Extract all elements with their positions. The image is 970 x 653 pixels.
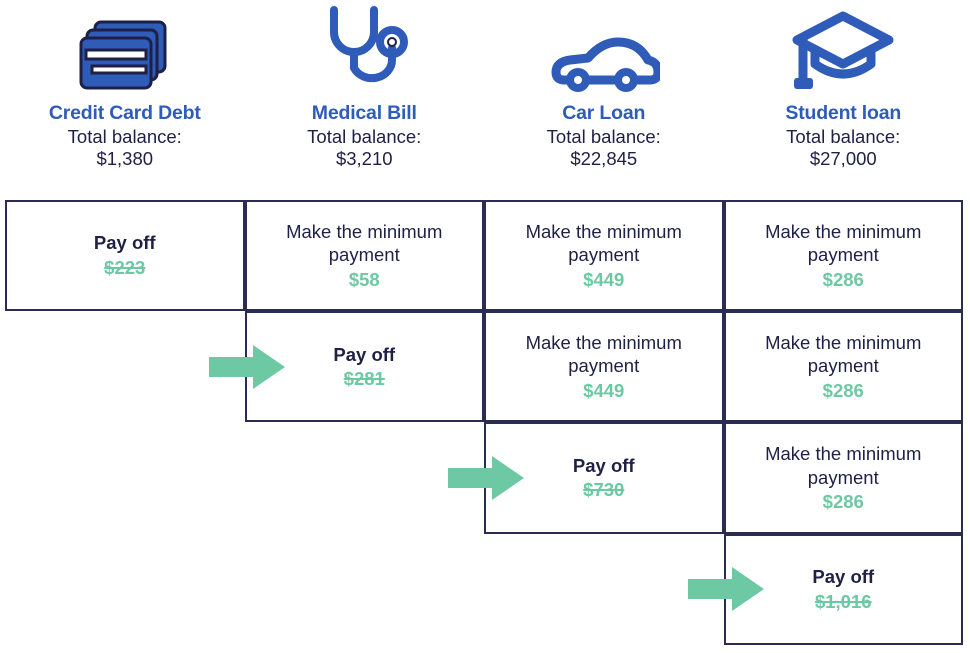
debt-title: Medical Bill — [311, 102, 417, 124]
cell-amount-value: $730 — [583, 479, 625, 501]
cell-amount-value: $449 — [583, 268, 625, 290]
cell-amount-value: $58 — [348, 268, 380, 290]
stethoscope-icon — [245, 0, 485, 100]
plan-cell-car-loan-step-2: Make the minimum payment $449 — [484, 311, 724, 423]
cell-action-label: Make the minimum payment — [765, 331, 922, 377]
debt-column-credit-card: Credit Card Debt Total balance: $1,380 — [5, 0, 245, 196]
car-icon — [484, 0, 724, 100]
debt-balance-label: Total balance: — [67, 126, 182, 147]
graduation-cap-icon — [724, 0, 964, 100]
plan-cell-student-loan-step-1: Make the minimum payment$286 — [723, 200, 963, 312]
cell-action-label: Make the minimum payment — [286, 220, 443, 266]
cell-amount-value: $223 — [104, 257, 146, 279]
debt-title: Credit Card Debt — [48, 102, 201, 124]
plan-cell-student-loan-step-4: Pay off$1,016 — [723, 533, 963, 645]
debt-header-row: Credit Card Debt Total balance: $1,380 M… — [5, 0, 963, 196]
cell-action-label: Pay off — [812, 566, 875, 588]
cell-action-label: Make the minimum payment — [525, 220, 682, 266]
cell-amount-value: $1,016 — [814, 590, 872, 612]
debt-balance-label: Total balance: — [307, 126, 422, 147]
debt-column-medical-bill: Medical Bill Total balance: $3,210 — [245, 0, 485, 196]
cell-action-label: Make the minimum payment — [765, 220, 922, 266]
cell-amount-value: $286 — [822, 380, 864, 402]
cell-amount-value: $286 — [822, 268, 864, 290]
debt-balance-label: Total balance: — [786, 126, 901, 147]
plan-cell-medical-bill-step-2: Pay off $281 — [244, 311, 484, 423]
debt-balance-value: $3,210 — [335, 148, 393, 170]
cell-amount-value: $449 — [583, 380, 625, 402]
plan-cell-car-loan-step-3: Pay off $730 — [484, 422, 724, 534]
debt-balance-value: $1,380 — [96, 148, 154, 170]
cell-action-label: Pay off — [93, 232, 156, 254]
debt-balance-value: $22,845 — [570, 148, 638, 170]
cell-action-label: Pay off — [333, 343, 396, 365]
plan-cell-car-loan-step-1: Make the minimum payment$449 — [484, 200, 724, 312]
plan-cell-credit-card-step-1: Pay off $223 — [5, 200, 245, 312]
debt-column-car-loan: Car Loan Total balance: $22,845 — [484, 0, 724, 196]
debt-balance-value: $27,000 — [809, 148, 877, 170]
plan-cell-student-loan-step-2: Make the minimum payment $286 — [723, 311, 963, 423]
credit-cards-icon — [5, 0, 245, 100]
cell-amount-value: $286 — [822, 491, 864, 513]
debt-balance-label: Total balance: — [546, 126, 661, 147]
cell-action-label: Pay off — [572, 454, 635, 476]
debt-title: Student loan — [785, 102, 902, 124]
cell-action-label: Make the minimum payment — [765, 442, 922, 488]
debt-title: Car Loan — [562, 102, 646, 124]
cell-amount-value: $281 — [343, 368, 385, 390]
plan-cell-medical-bill-step-1: Make the minimum payment$58 — [244, 200, 484, 312]
cell-action-label: Make the minimum payment — [525, 331, 682, 377]
debt-column-student-loan: Student loan Total balance: $27,000 — [724, 0, 964, 196]
plan-cell-student-loan-step-3: Make the minimum payment $286 — [723, 422, 963, 534]
